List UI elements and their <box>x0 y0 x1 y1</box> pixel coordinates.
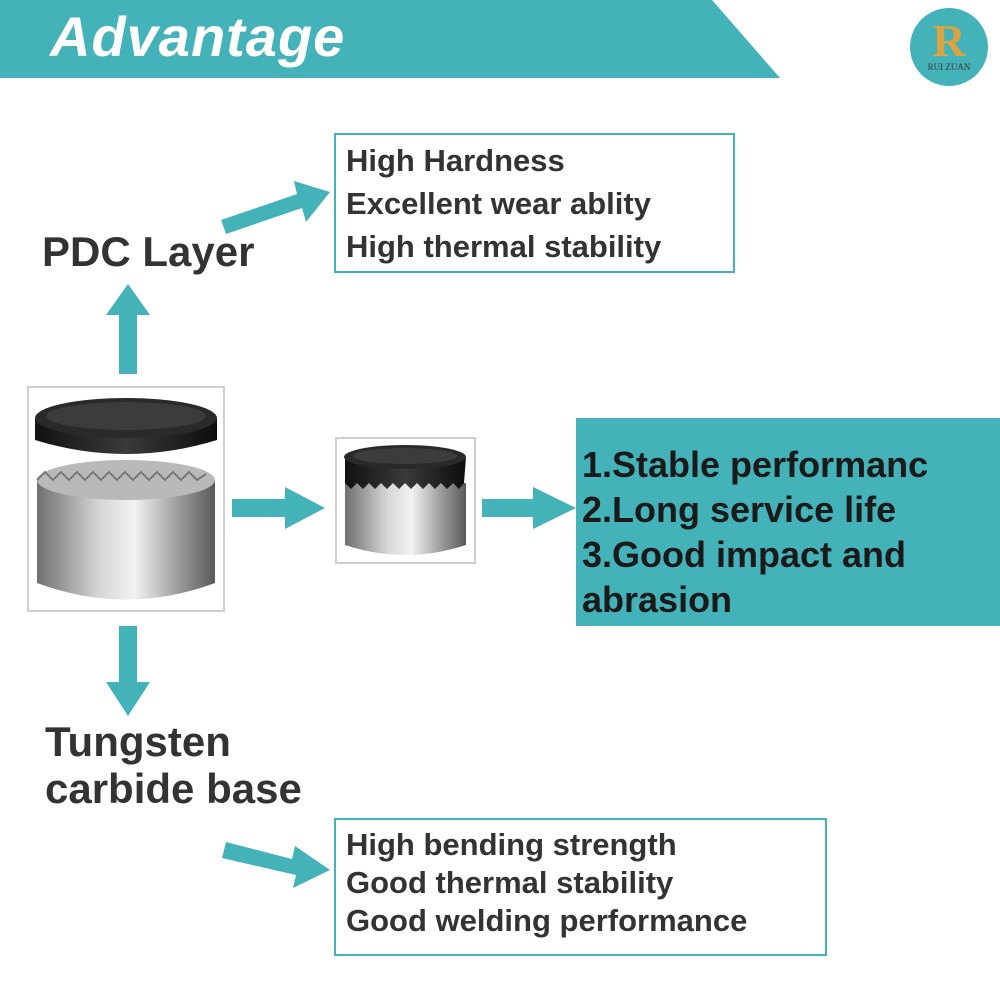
pdc-layer-label: PDC Layer <box>42 228 255 275</box>
result-benefit: 3.Good impact and <box>582 534 907 575</box>
tungsten-carbide-label: Tungsten carbide base <box>45 718 302 812</box>
pdc-features-box: High Hardness Excellent wear ablity High… <box>334 133 735 273</box>
result-benefit: 2.Long service life <box>582 489 897 530</box>
tungsten-feature: Good welding performance <box>346 903 748 938</box>
result-benefits-box: 1.Stable performanc 2.Long service life … <box>576 418 1000 626</box>
arrow-exploded-to-assembled <box>232 487 325 529</box>
logo-letter: R <box>932 15 966 66</box>
header-banner <box>0 0 780 78</box>
brand-logo: R RUI ZUAN <box>910 8 988 86</box>
pdc-feature: High thermal stability <box>346 229 662 264</box>
logo-text: RUI ZUAN <box>927 62 971 72</box>
pdc-cutter-exploded-image <box>27 386 225 612</box>
result-benefit: 1.Stable performanc <box>582 444 929 485</box>
tungsten-features-box: High bending strength Good thermal stabi… <box>334 818 827 956</box>
tungsten-feature: High bending strength <box>346 827 677 862</box>
pdc-cutter-assembled-image <box>335 437 476 564</box>
result-benefit: abrasion <box>582 579 733 620</box>
tungsten-feature: Good thermal stability <box>346 865 674 900</box>
pdc-feature: Excellent wear ablity <box>346 186 651 221</box>
arrow-up-pdc <box>106 284 150 374</box>
arrow-pdc-to-features <box>221 181 330 234</box>
pdc-feature: High Hardness <box>346 143 565 178</box>
tungsten-label-line2: carbide base <box>45 765 302 813</box>
arrow-tungsten-to-features <box>222 842 330 888</box>
page-title: Advantage <box>50 5 346 68</box>
arrow-down-tungsten <box>106 626 150 716</box>
arrow-assembled-to-result <box>482 487 576 529</box>
tungsten-label-line1: Tungsten <box>45 718 231 765</box>
